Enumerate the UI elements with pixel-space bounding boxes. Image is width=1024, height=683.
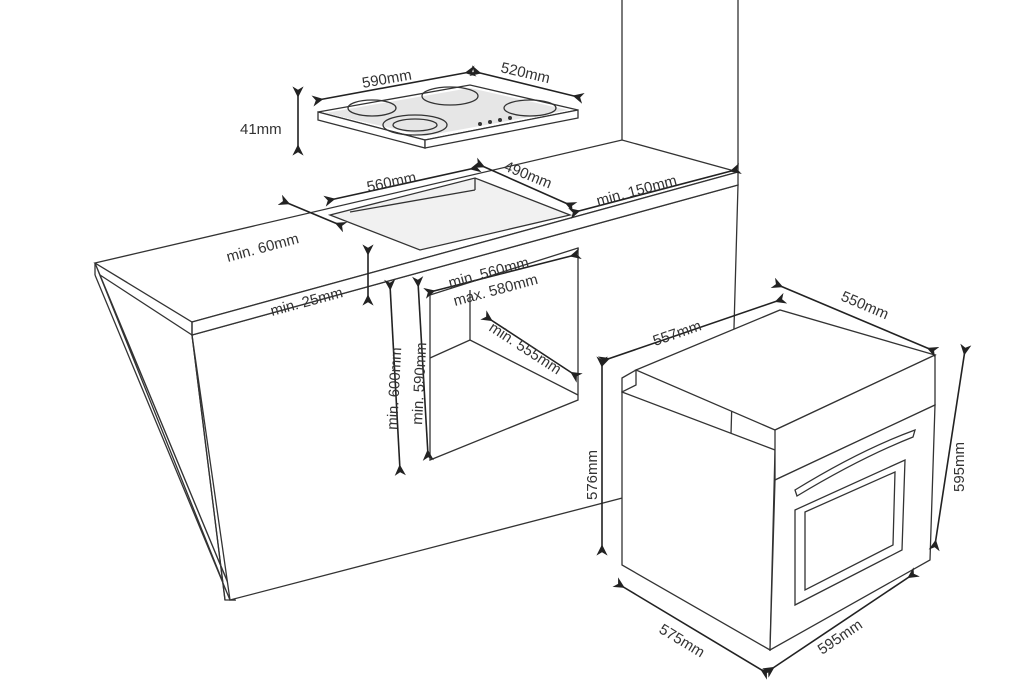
ceramic-hob	[317, 84, 579, 149]
niche-height-outer-label: min. 600mm	[384, 347, 405, 430]
oven-total-depth-label: 575mm	[656, 621, 708, 661]
wall	[621, 0, 739, 172]
oven-front-height-label: 595mm	[951, 442, 968, 492]
hob-height-label: 41mm	[240, 121, 282, 138]
niche-height-inner-label: min. 590mm	[409, 342, 430, 425]
oven-top-width-label: 550mm	[838, 288, 891, 323]
oven-body-height-label: 576mm	[584, 450, 601, 500]
dimension-lines	[277, 65, 972, 680]
hob-depth-label: 520mm	[499, 59, 552, 87]
built-in-oven	[621, 309, 937, 652]
